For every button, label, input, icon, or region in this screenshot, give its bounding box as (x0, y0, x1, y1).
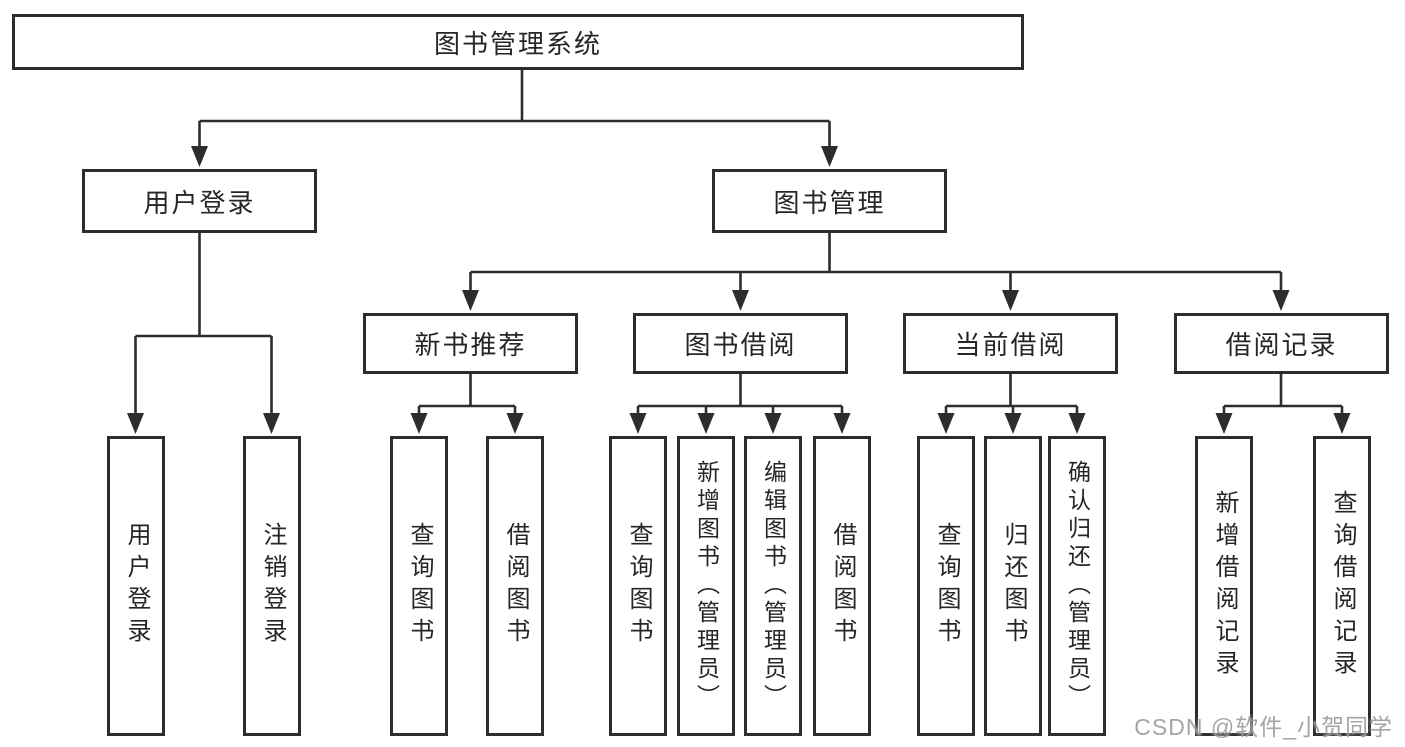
leaf-borrow-books-recommend: 借阅图书 (486, 436, 544, 736)
leaf-query-books-recommend-label: 查询图书 (406, 522, 433, 650)
leaf-add-borrow-record-label: 新增借阅记录 (1211, 490, 1238, 682)
leaf-query-books-recommend: 查询图书 (390, 436, 448, 736)
leaf-logout: 注销登录 (243, 436, 301, 736)
leaf-borrow-books-recommend-label: 借阅图书 (502, 522, 529, 650)
node-new-book-recommend-label: 新书推荐 (414, 330, 527, 360)
leaf-user-login: 用户登录 (107, 436, 165, 736)
leaf-query-books-current-label: 查询图书 (933, 522, 960, 650)
leaf-query-books-borrow: 查询图书 (609, 436, 667, 736)
node-user-login-label: 用户登录 (143, 187, 256, 218)
leaf-return-book: 归还图书 (984, 436, 1042, 736)
node-book-management: 图书管理 (712, 169, 947, 233)
leaf-query-borrow-record-label: 查询借阅记录 (1329, 490, 1356, 682)
csdn-watermark: CSDN @软件_小贺同学 (1134, 714, 1393, 740)
leaf-query-books-current: 查询图书 (917, 436, 975, 736)
leaf-add-borrow-record: 新增借阅记录 (1195, 436, 1253, 736)
node-user-login: 用户登录 (82, 169, 317, 233)
node-root-label: 图书管理系统 (433, 28, 602, 59)
leaf-add-book-admin: 新增图书（管理员） (677, 436, 735, 736)
leaf-confirm-return-admin: 确认归还（管理员） (1048, 436, 1106, 736)
node-new-book-recommend: 新书推荐 (363, 313, 578, 374)
leaf-edit-book-admin: 编辑图书（管理员） (744, 436, 802, 736)
leaf-confirm-return-admin-label: 确认归还（管理员） (1064, 460, 1091, 712)
leaf-borrow-books-label: 借阅图书 (829, 522, 856, 650)
node-book-management-label: 图书管理 (773, 187, 886, 218)
node-borrow-records: 借阅记录 (1174, 313, 1389, 374)
leaf-add-book-admin-label: 新增图书（管理员） (693, 460, 720, 712)
node-current-borrow: 当前借阅 (903, 313, 1118, 374)
leaf-query-borrow-record: 查询借阅记录 (1313, 436, 1371, 736)
node-borrow-records-label: 借阅记录 (1225, 330, 1338, 360)
node-book-borrow: 图书借阅 (633, 313, 848, 374)
node-root: 图书管理系统 (12, 14, 1024, 70)
leaf-logout-label: 注销登录 (259, 522, 286, 650)
node-book-borrow-label: 图书借阅 (684, 330, 797, 360)
leaf-return-book-label: 归还图书 (1000, 522, 1027, 650)
leaf-borrow-books: 借阅图书 (813, 436, 871, 736)
node-current-borrow-label: 当前借阅 (954, 330, 1067, 360)
leaf-query-books-borrow-label: 查询图书 (625, 522, 652, 650)
leaf-edit-book-admin-label: 编辑图书（管理员） (760, 460, 787, 712)
leaf-user-login-label: 用户登录 (123, 522, 150, 650)
